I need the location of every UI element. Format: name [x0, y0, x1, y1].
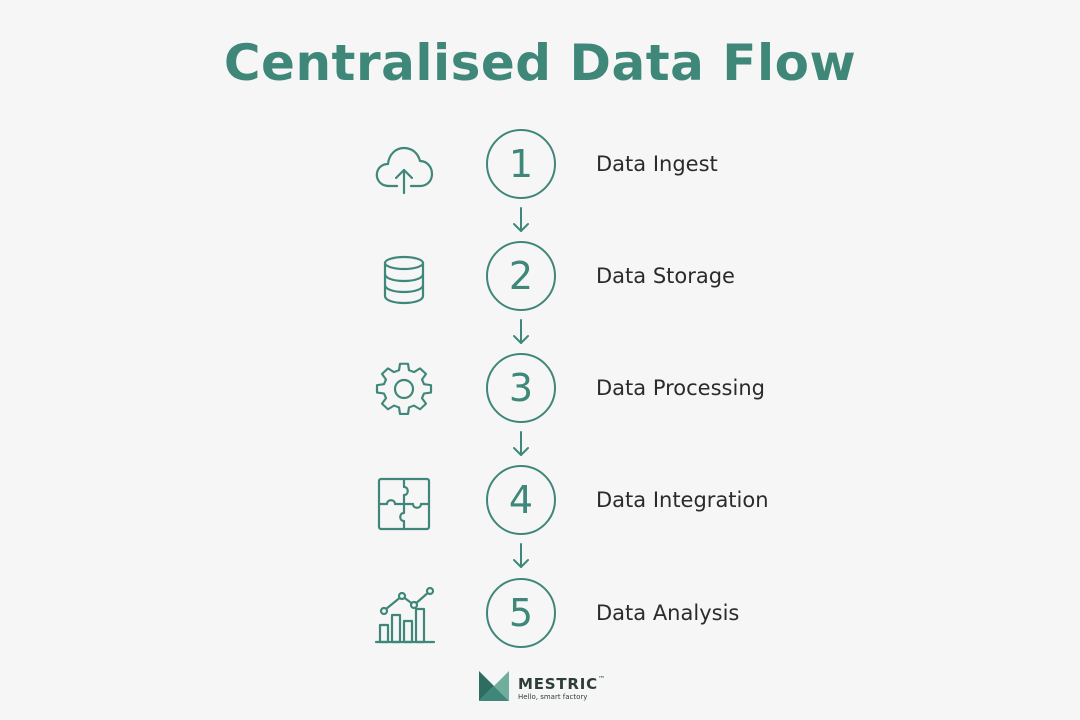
step-label: Data Ingest: [596, 152, 718, 176]
step-label: Data Analysis: [596, 601, 740, 625]
flow-step-4: 4 Data Integration: [0, 465, 1080, 539]
flow-step-5: 5 Data Analysis: [0, 578, 1080, 652]
step-label: Data Integration: [596, 488, 769, 512]
mestric-logo: MESTRIC™ Hello, smart factory: [478, 669, 638, 705]
down-arrow-icon: [511, 318, 531, 346]
mestric-logo-mark-icon: [478, 669, 510, 703]
step-number-circle: 4: [486, 465, 556, 535]
step-number-circle: 5: [486, 578, 556, 648]
down-arrow-icon: [511, 430, 531, 458]
logo-tagline: Hello, smart factory: [518, 693, 588, 701]
page-title: Centralised Data Flow: [223, 34, 857, 92]
flow-step-2: 2 Data Storage: [0, 241, 1080, 315]
logo-name: MESTRIC™: [518, 675, 606, 693]
database-icon: [372, 250, 436, 308]
flow-step-3: 3 Data Processing: [0, 353, 1080, 427]
step-label: Data Storage: [596, 264, 735, 288]
down-arrow-icon: [511, 206, 531, 234]
step-number-circle: 2: [486, 241, 556, 311]
flow-step-1: 1 Data Ingest: [0, 129, 1080, 203]
gear-icon: [372, 362, 436, 420]
step-label: Data Processing: [596, 376, 765, 400]
step-number-circle: 1: [486, 129, 556, 199]
cloud-upload-icon: [372, 138, 436, 196]
puzzle-icon: [372, 474, 436, 532]
down-arrow-icon: [511, 542, 531, 570]
analytics-chart-icon: [372, 587, 436, 645]
trademark-symbol: ™: [597, 675, 606, 683]
step-number-circle: 3: [486, 353, 556, 423]
